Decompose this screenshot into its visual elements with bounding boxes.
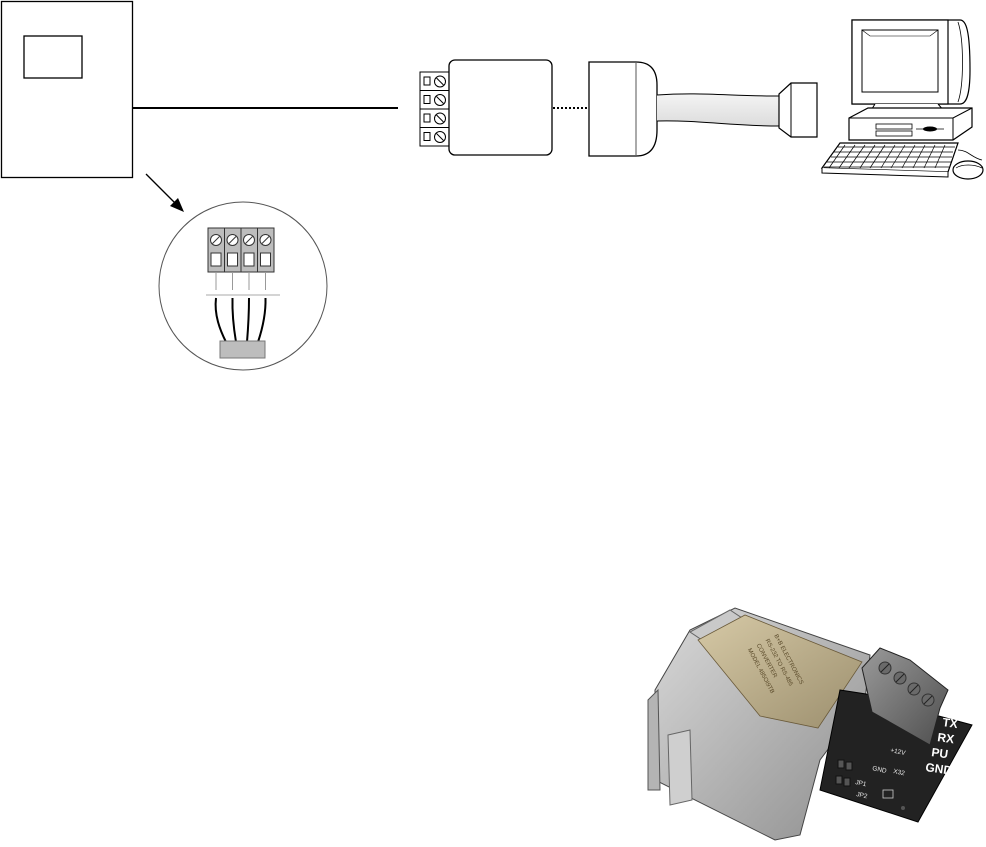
converter-photo: B+B ELECTRONICS RS-232 TO RS-485 CONVERT… (647, 607, 973, 841)
controller-device (0, 0, 134, 179)
jumper-pins (835, 759, 853, 787)
svg-text:X32: X32 (893, 768, 906, 777)
screw-icon (210, 234, 222, 246)
computer-icon (820, 19, 984, 180)
screw-icon (259, 234, 272, 246)
terminal-detail-circle (158, 201, 328, 371)
svg-text:JP1: JP1 (855, 779, 868, 788)
svg-text:+12V: +12V (890, 747, 907, 757)
db-connector (588, 61, 658, 157)
screw-icon (434, 75, 446, 88)
photo-terminal-block (861, 647, 949, 746)
cable-jacket (219, 340, 266, 359)
screw-icon (226, 234, 239, 246)
pin-label-gnd: GND (925, 760, 954, 778)
screw-icon (243, 234, 255, 246)
screw-icon (434, 112, 446, 125)
monitor-screen (861, 29, 939, 93)
screw-icon (434, 94, 446, 106)
system-unit (848, 107, 973, 141)
converter-body (448, 59, 553, 156)
pcb-markings: +12V GND X32 JP1 JP2 (855, 747, 907, 800)
pin-label-pu: PU (931, 745, 949, 761)
controller-display (23, 35, 83, 79)
terminal-block-detail (207, 227, 275, 273)
converter-terminal-block (419, 71, 450, 147)
serial-cable (656, 93, 780, 127)
monitor (851, 19, 971, 113)
wire-bundle (206, 272, 280, 359)
svg-text:GND: GND (872, 765, 888, 775)
cable-plug (778, 82, 818, 138)
svg-text:JP2: JP2 (856, 791, 869, 800)
pin-label-rx: RX (937, 730, 955, 746)
zoom-arrow (145, 173, 184, 212)
keyboard (820, 142, 959, 178)
screw-icon (434, 131, 446, 143)
pin-label-tx: TX (942, 715, 959, 731)
mouse-icon (952, 149, 984, 180)
